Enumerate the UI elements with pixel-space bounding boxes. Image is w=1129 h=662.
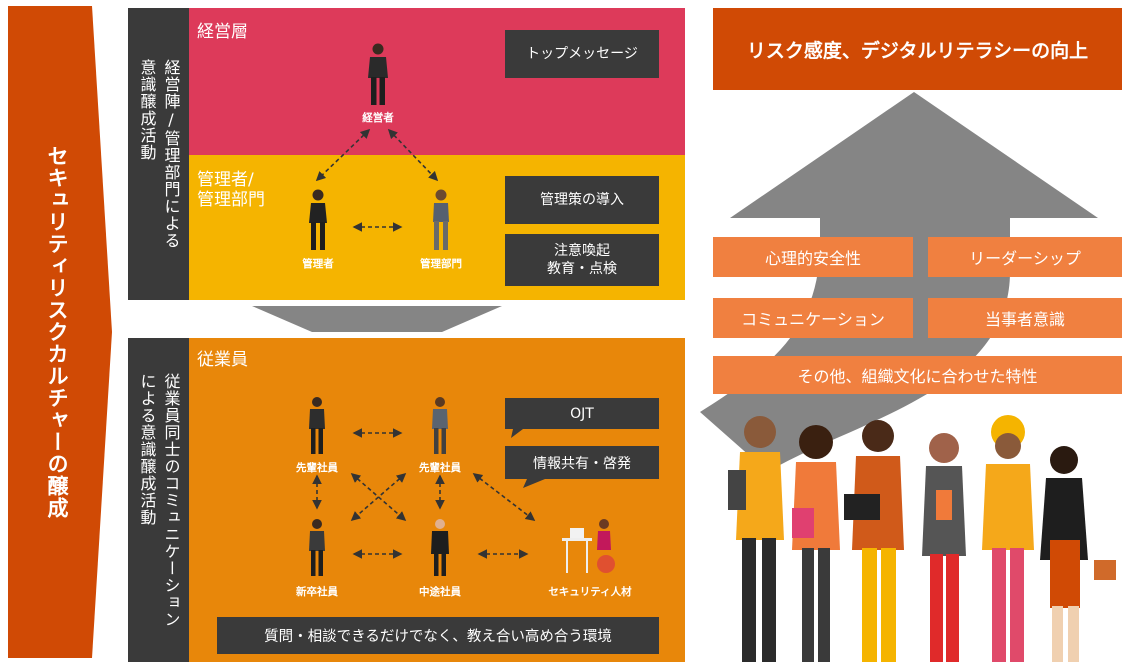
admin-dept-person-label: 管理部門: [420, 258, 462, 270]
goal-box: リスク感度、デジタルリテラシーの向上: [713, 8, 1122, 90]
attribute-leadership-text: リーダーシップ: [969, 249, 1081, 268]
executive-figure: [368, 43, 388, 105]
person-2: [792, 425, 840, 662]
awareness-text: 注意喚起 教育・点検: [547, 243, 617, 277]
attribute-psych-safety: 心理的安全性: [713, 237, 913, 277]
attribute-other-text: その他、組織文化に合わせた特性: [797, 367, 1038, 386]
control-intro-text: 管理策の導入: [540, 192, 624, 208]
attribute-ownership-text: 当事者意識: [984, 310, 1065, 329]
management-side-label: 経営陣/管理部門による 意識醸成活動: [128, 8, 189, 300]
employee-relations: [312, 428, 536, 559]
mid-career-figure: [431, 519, 449, 576]
employee-side-label-line2: による意識醸成活動: [137, 372, 157, 526]
attribute-ownership: 当事者意識: [928, 298, 1122, 338]
security-talent-label: セキュリティ人材: [548, 586, 632, 598]
executive-band-label: 経営層: [197, 22, 248, 42]
awareness-box: 注意喚起 教育・点検: [505, 234, 659, 286]
ojt-text: OJT: [570, 405, 594, 422]
person-4: [922, 433, 966, 662]
info-share-text: 情報共有・啓発: [533, 455, 631, 472]
people-group-illustration: [728, 415, 1116, 662]
culture-title: セキュリティリスクカルチャーの醸成: [26, 6, 88, 658]
management-relations: [315, 128, 439, 232]
employee-side-label: 従業員同士のコミュニケーション による意識醸成活動: [128, 338, 189, 662]
employee-band-label: 従業員: [197, 350, 248, 370]
person-5: [982, 415, 1034, 662]
bottom-note: 質問・相談できるだけでなく、教え合い高め合う環境: [217, 617, 659, 654]
employee-side-label-line1: 従業員同士のコミュニケーション: [161, 372, 181, 628]
senior-employee-2-label: 先輩社員: [419, 462, 461, 474]
attribute-leadership: リーダーシップ: [928, 237, 1122, 277]
ojt-callout: [505, 398, 659, 438]
section-connector: [252, 306, 502, 332]
senior-employee-2-figure: [432, 397, 448, 454]
control-intro-box: 管理策の導入: [505, 176, 659, 224]
security-talent-figure: [562, 519, 615, 573]
executive-person-label: 経営者: [362, 112, 394, 124]
person-6: [1040, 446, 1116, 662]
bottom-note-text: 質問・相談できるだけでなく、教え合い高め合う環境: [264, 629, 612, 645]
person-3: [844, 420, 904, 662]
exec-admin-arrow: [387, 128, 439, 182]
senior-employee-1-label: 先輩社員: [296, 462, 338, 474]
admin-dept-figure: [433, 189, 449, 250]
goal-text: リスク感度、デジタルリテラシーの向上: [746, 39, 1089, 62]
senior-employee-1-figure: [309, 397, 325, 454]
exec-manager-arrow: [315, 128, 371, 182]
top-message-text: トップメッセージ: [526, 46, 638, 62]
attribute-communication-text: コミュニケーション: [741, 310, 885, 329]
attribute-communication: コミュニケーション: [713, 298, 913, 338]
attribute-psych-safety-text: 心理的安全性: [764, 249, 861, 268]
manager-person-label: 管理者: [302, 258, 334, 270]
new-graduate-figure: [309, 519, 325, 576]
attribute-other: その他、組織文化に合わせた特性: [713, 356, 1122, 394]
management-side-label-line2: 意識醸成活動: [137, 59, 157, 161]
mid-career-label: 中途社員: [419, 586, 461, 598]
manager-figure: [309, 189, 327, 250]
person-1: [728, 416, 784, 662]
manager-band-label: 管理者/ 管理部門: [197, 170, 265, 210]
top-message-box: トップメッセージ: [505, 30, 659, 78]
info-share-callout: [505, 446, 659, 488]
culture-title-text: セキュリティリスクカルチャーの醸成: [45, 145, 69, 519]
culture-chevron: [8, 6, 112, 658]
management-side-label-line1: 経営陣/管理部門による: [161, 59, 181, 249]
new-graduate-label: 新卒社員: [296, 586, 338, 598]
